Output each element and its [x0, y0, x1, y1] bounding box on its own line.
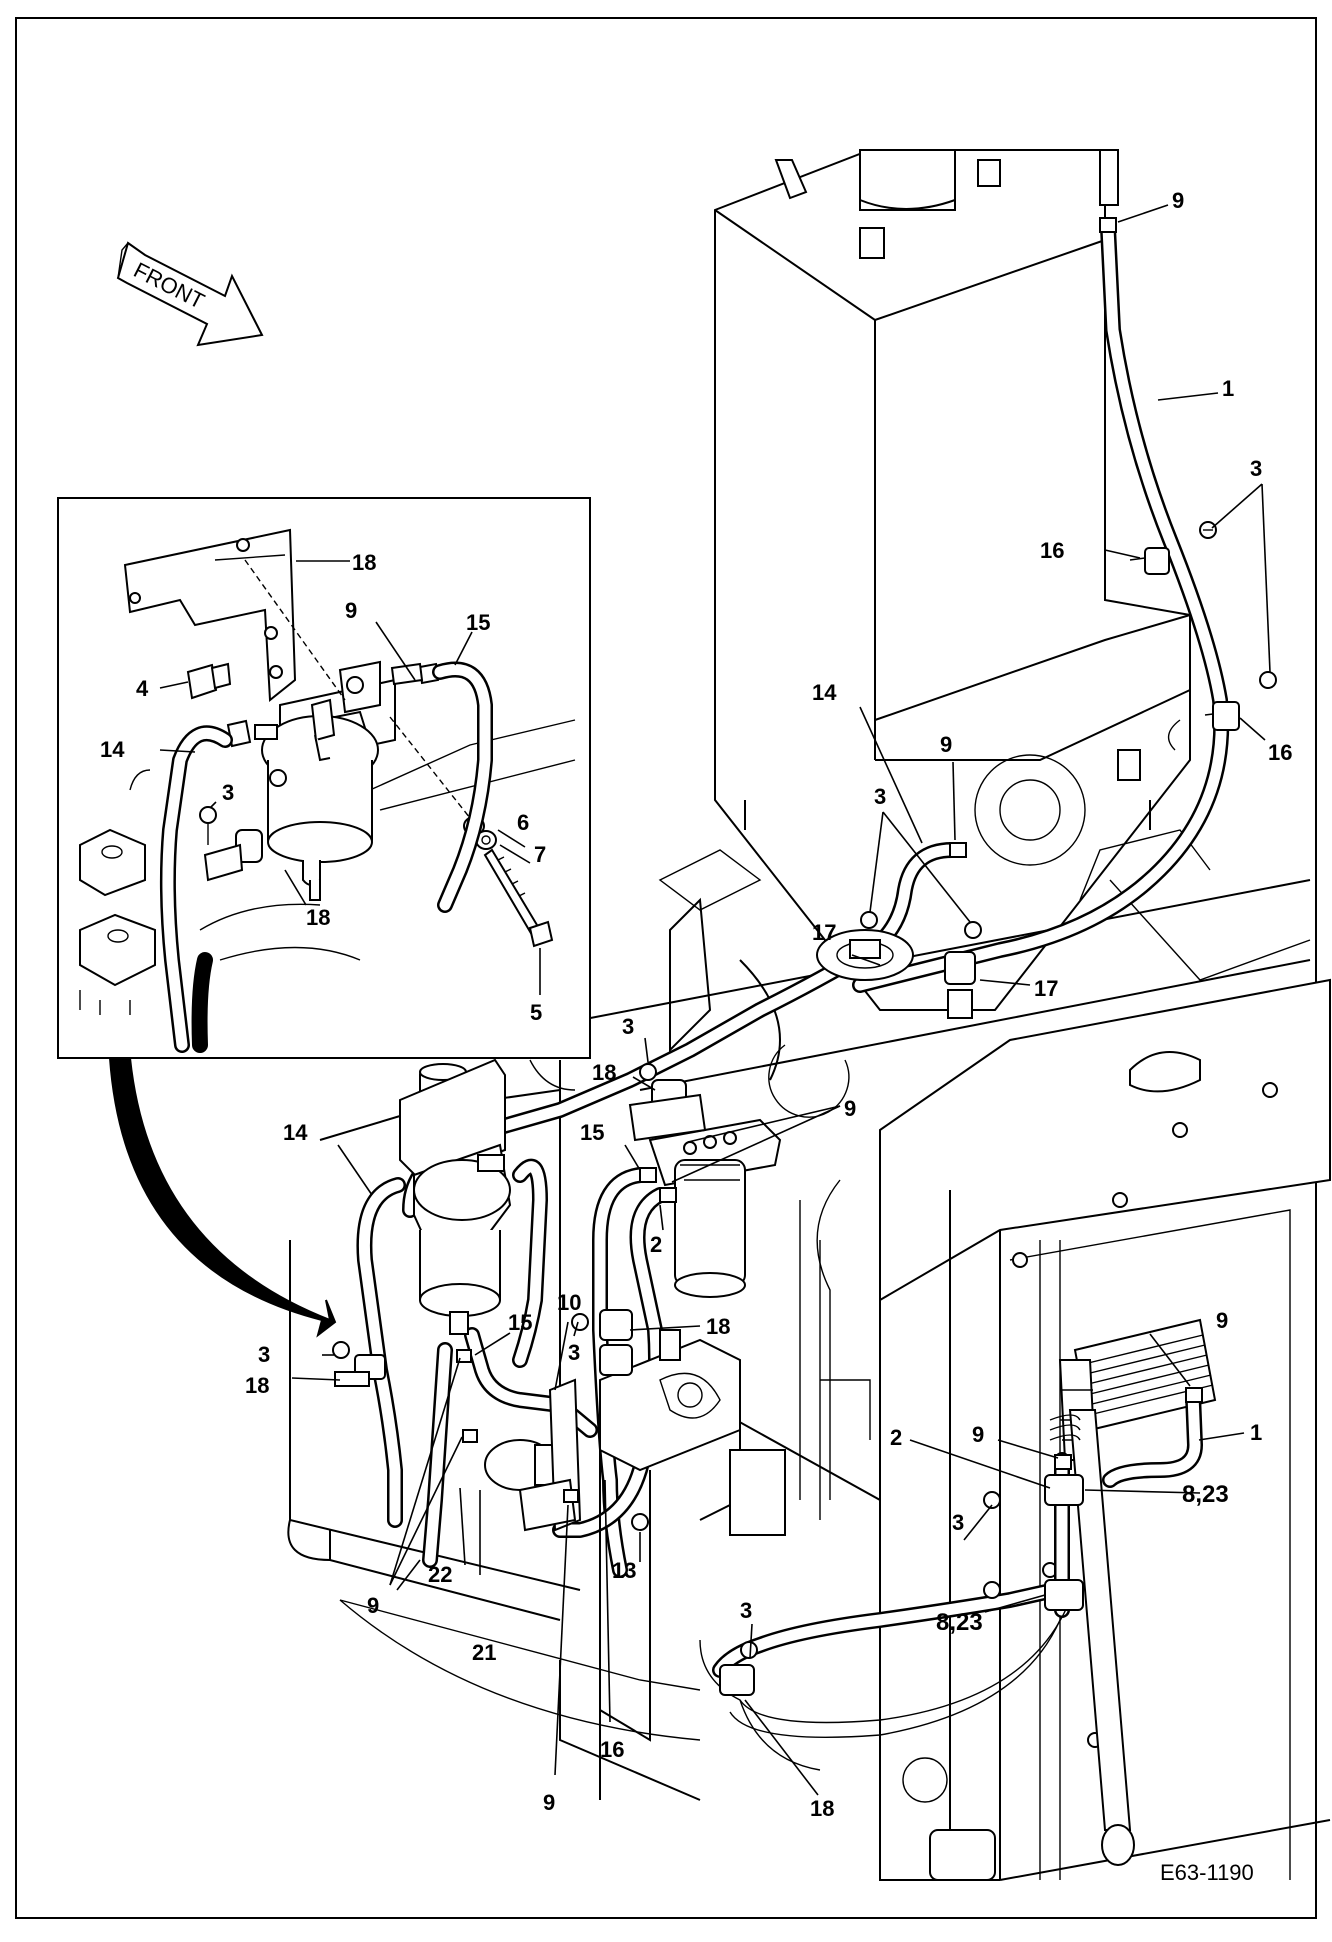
- tank-cap-stud-2: [859, 227, 885, 259]
- callout-1: 1: [1222, 376, 1234, 401]
- feed-pump: [484, 1378, 582, 1532]
- callout-8-23: 8,23: [1182, 1481, 1229, 1508]
- callout-14: 14: [283, 1120, 308, 1145]
- callout-22: 22: [428, 1562, 452, 1587]
- callout-17: 16: [1040, 538, 1064, 563]
- callout-18: 18: [592, 1060, 616, 1085]
- callout-3: 3: [874, 784, 886, 809]
- secondary-fuel-filter: [648, 1118, 782, 1298]
- callout-9: 9: [367, 1593, 379, 1618]
- callout-17: 17: [1034, 976, 1058, 1001]
- callout-9: 9: [1216, 1308, 1228, 1333]
- callout-2: 2: [890, 1425, 902, 1450]
- fuel-filter-main: [399, 1058, 512, 1335]
- callout-6: 6: [517, 810, 529, 835]
- callout-3: 3: [952, 1510, 964, 1535]
- tank-filler-neck: [859, 149, 956, 211]
- clamp-coil: [1049, 1414, 1081, 1441]
- drawing-code: E63-1190: [1160, 1860, 1254, 1885]
- callout-12: 18: [352, 550, 376, 575]
- callout-3: 3: [622, 1014, 634, 1039]
- callout-13: 13: [612, 1558, 636, 1583]
- callout-18: 18: [706, 1314, 730, 1339]
- callout-18: 18: [245, 1373, 269, 1398]
- leader-lines: [159, 204, 1271, 1796]
- callout-7: 7: [534, 842, 546, 867]
- callout-9: 9: [844, 1096, 856, 1121]
- callout-14: 14: [812, 680, 837, 705]
- hose-14-lower: [356, 1177, 406, 1528]
- radiator-cap: [1129, 1051, 1201, 1093]
- clamp-17d: [944, 951, 976, 1019]
- radiator-and-oil-cooler: [799, 978, 1331, 1881]
- page-border: [15, 17, 1317, 1919]
- callout-8-23: 8,23: [936, 1609, 983, 1636]
- callout-3: 3: [222, 780, 234, 805]
- clamp-18-upper: [628, 1079, 707, 1142]
- tank-cap-stud: [977, 159, 1001, 187]
- callout-9: 9: [972, 1422, 984, 1447]
- detail-reference-arrow: [108, 1057, 337, 1338]
- callout-9: 9: [345, 598, 357, 623]
- clamp-17a: [1129, 547, 1170, 575]
- callout-17: 16: [1268, 740, 1292, 765]
- callout-3: 3: [258, 1342, 270, 1367]
- bolt-4: [186, 662, 232, 700]
- inset-detail: [57, 497, 591, 1059]
- callout-1: 1: [1250, 1420, 1262, 1445]
- callout-16: 16: [600, 1737, 624, 1762]
- hose-lower-return: [712, 1582, 1063, 1678]
- callout-9: 9: [543, 1790, 555, 1815]
- fuel-tank: [714, 149, 1191, 1011]
- callout-15: 15: [508, 1310, 532, 1335]
- callout-14: 14: [100, 737, 125, 762]
- tank-sender-flange: [974, 754, 1086, 866]
- injection-pump-housing: [599, 1329, 786, 1742]
- clamp-17c: [816, 929, 914, 981]
- clamp-17b: [1204, 701, 1240, 731]
- callout-18: 18: [306, 905, 330, 930]
- hose-clips-9: [456, 217, 1203, 1503]
- callout-3: 3: [740, 1598, 752, 1623]
- callout-9: 9: [940, 732, 952, 757]
- callout-17: 17: [812, 920, 836, 945]
- ground-strap: [1068, 1409, 1132, 1831]
- bolts-3: [332, 521, 1277, 1659]
- clamp-18-lower: [719, 1664, 821, 1771]
- callout-4: 4: [136, 676, 149, 701]
- callout-10: 10: [557, 1290, 581, 1315]
- callout-3: 3: [1250, 456, 1262, 481]
- callout-15: 15: [466, 610, 490, 635]
- callout-9: 9: [1172, 188, 1184, 213]
- clamp-18-left: [334, 1354, 386, 1387]
- tank-vent-elbow: [774, 159, 808, 200]
- clamp-18-mid: [599, 1309, 633, 1376]
- hose-15: [512, 1158, 548, 1368]
- hose-1-lower: [1102, 1387, 1203, 1488]
- callout-21: 21: [472, 1640, 496, 1665]
- tank-bracket: [1099, 149, 1119, 206]
- drain-valve: [929, 1829, 996, 1881]
- callout-5: 5: [530, 1000, 542, 1025]
- callout-labels: 18 9 15 4 14 3 6 7 18 5 9 1 3 16 16 14 9…: [100, 188, 1292, 1821]
- callout-3: 3: [568, 1340, 580, 1365]
- callout-18: 18: [810, 1796, 834, 1821]
- filter-bracket-12: [399, 1058, 506, 1182]
- hose-1-upper: [852, 220, 1230, 993]
- callout-2: 2: [650, 1232, 662, 1257]
- callout-16: 15: [580, 1120, 604, 1145]
- front-direction-arrow: FRONT: [116, 241, 264, 347]
